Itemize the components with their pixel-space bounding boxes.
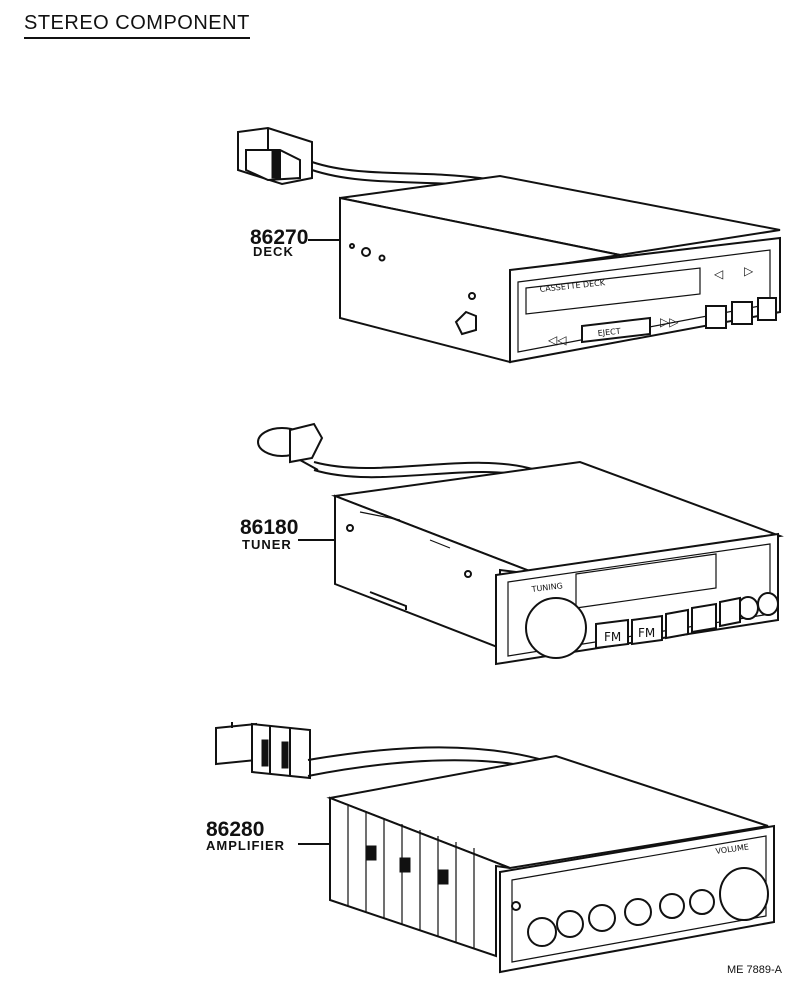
preset-button-2-label: FM — [638, 626, 655, 640]
deck-button-3[interactable] — [757, 297, 777, 321]
preset-button-3[interactable] — [665, 608, 689, 640]
amplifier-part-number: 86280 — [206, 818, 265, 841]
tuner-dial-window — [575, 553, 717, 609]
prev-icon[interactable]: ◁ — [713, 267, 723, 281]
eject-button-label: EJECT — [597, 327, 621, 338]
amplifier-knob-3[interactable] — [588, 904, 616, 932]
tuner-unit: TUNING FM FM — [257, 422, 784, 666]
amplifier-knob-6[interactable] — [689, 889, 715, 915]
deck-unit: CASSETTE DECK EJECT ◁◁ ▷▷ ◁ ▷ — [237, 126, 781, 364]
amplifier-knob-1[interactable] — [527, 917, 557, 947]
deck-part-number: 86270 — [250, 226, 309, 249]
amplifier-connector — [215, 722, 311, 780]
fast-forward-icon[interactable]: ▷▷ — [660, 315, 679, 329]
preset-button-4[interactable] — [691, 602, 717, 634]
deck-button-1[interactable] — [705, 305, 727, 329]
amplifier-knob-5[interactable] — [659, 893, 685, 919]
amplifier-cable — [307, 746, 551, 763]
tuner-part-number: 86180 — [240, 516, 299, 539]
volume-knob[interactable] — [719, 867, 769, 921]
tuner-part-name: TUNER — [242, 537, 292, 552]
tuner-dial-label: TUNING — [530, 581, 563, 594]
amplifier-unit: VOLUME — [215, 722, 775, 974]
preset-button-2[interactable] — [631, 614, 663, 646]
deck-button-2[interactable] — [731, 301, 753, 325]
tuner-cable — [313, 461, 537, 471]
tuner-antenna-plug — [257, 422, 324, 471]
deck-connector — [237, 126, 313, 186]
reference-code: ME 7889-A — [726, 964, 782, 976]
preset-button-1[interactable] — [595, 618, 629, 650]
next-icon[interactable]: ▷ — [744, 264, 754, 278]
amplifier-part-name: AMPLIFIER — [206, 838, 286, 853]
amplifier-knob-2[interactable] — [556, 910, 584, 938]
deck-tape-slot — [525, 267, 701, 315]
deck-part-name: DECK — [253, 244, 294, 259]
amplifier-knob-4[interactable] — [624, 898, 652, 926]
preset-button-5[interactable] — [719, 596, 741, 628]
diagram-title: STEREO COMPONENT — [24, 12, 250, 39]
rewind-icon[interactable]: ◁◁ — [547, 333, 566, 347]
tuner-small-knob-2[interactable] — [757, 592, 779, 616]
tuning-knob[interactable] — [525, 597, 587, 659]
eject-button[interactable] — [581, 316, 651, 344]
preset-button-1-label: FM — [604, 630, 621, 644]
